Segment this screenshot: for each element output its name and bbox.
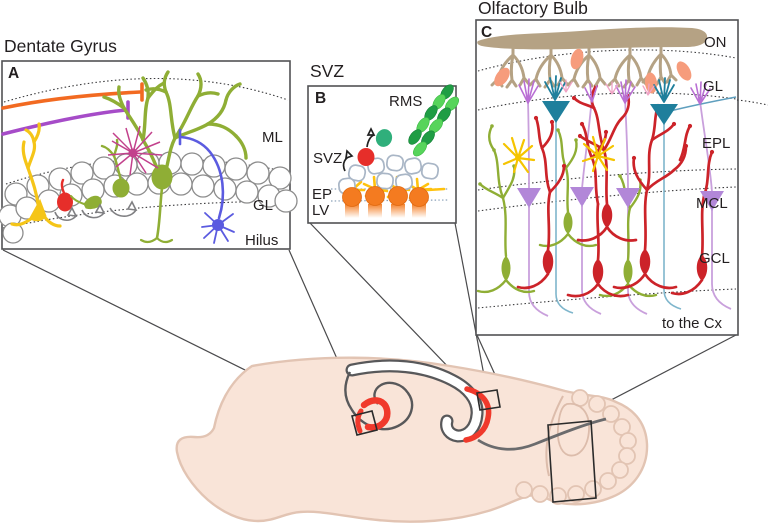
svz-highlight [463, 386, 492, 443]
maturation-arrows [54, 200, 138, 221]
label-epl: EPL [702, 135, 730, 152]
svz-neuroblast-teal [375, 129, 393, 147]
label-gcl: GCL [699, 250, 730, 267]
zoom-rect-svz [476, 389, 501, 411]
dentate-gyrus-highlight [360, 397, 391, 431]
panel-a-letter: A [8, 65, 19, 82]
panel-a-title: Dentate Gyrus [4, 36, 117, 56]
label-ml: ML [262, 129, 283, 146]
tufted-cell-somas [542, 101, 678, 125]
ependymal-cells [342, 186, 429, 218]
mitral-cell-somas [517, 187, 724, 211]
red-somas [542, 203, 708, 285]
svz-type-b-cells [337, 154, 440, 195]
rms-path [477, 417, 607, 451]
mature-granule-cell [102, 70, 248, 244]
panel-svz: B RMS SVZ EP LV [307, 84, 460, 224]
label-to-the-cx: to the Cx [662, 315, 723, 332]
zoom-rect-olfactory-bulb [547, 420, 597, 503]
green-somas [501, 211, 633, 284]
rms-migrating-chain [408, 84, 460, 157]
zoom-rect-dentate-gyrus [351, 410, 378, 436]
magenta-star-cell [107, 125, 163, 176]
panel-olfactory-bulb: C ON GL EPL MCL GCL to the Cx [475, 19, 768, 336]
panel-dentate-gyrus: A ML GL Hilus [0, 60, 298, 250]
immature-neuron-leaf [70, 195, 102, 209]
orange-afferent-axon [1, 82, 144, 110]
panel-c-title: Olfactory Bulb [478, 0, 588, 18]
label-hilus: Hilus [245, 232, 278, 249]
olfactory-bulb-inner-lamina [556, 402, 590, 457]
red-progenitor-cell [57, 178, 73, 212]
svz-transition-arrows [342, 127, 376, 172]
label-on: ON [704, 34, 727, 51]
panel-b-letter: B [315, 90, 326, 107]
label-svz-zone: SVZ [313, 150, 342, 167]
label-rms: RMS [389, 93, 422, 110]
lateral-ventricle-lumen [347, 361, 482, 441]
periglomerular-cells [494, 48, 692, 94]
brain-outline [175, 356, 649, 523]
hippocampus-outline [344, 371, 414, 431]
label-gl-dg: GL [253, 197, 273, 214]
dentate-gyrus-highlight-tail [355, 408, 364, 434]
yellow-short-axon-cells [502, 135, 616, 174]
radial-glia-cell [10, 122, 62, 228]
panel-c-letter: C [481, 24, 492, 41]
sagittal-brain [175, 356, 649, 523]
svz-progenitor-red [357, 148, 375, 166]
blue-interneuron [178, 128, 235, 244]
label-ep: EP [312, 186, 332, 203]
label-gl-ob: GL [703, 78, 723, 95]
red-newborn-cells [516, 83, 715, 298]
glomerular-tufts [518, 75, 711, 105]
connector-b-right [454, 222, 488, 392]
olfactory-bulb-glomerular-bumps [515, 389, 637, 505]
label-mcl: MCL [696, 195, 728, 212]
label-lv: LV [312, 202, 329, 219]
panel-b-title: SVZ [310, 61, 344, 81]
